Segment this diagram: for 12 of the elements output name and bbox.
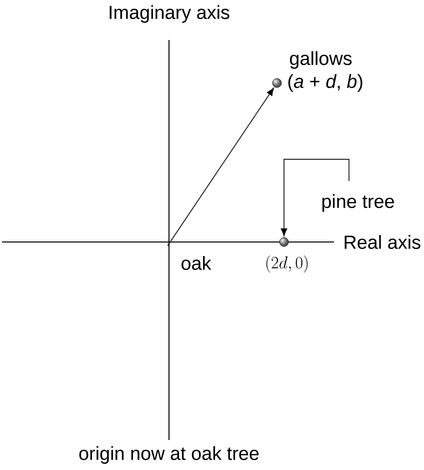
axis-label: origin now at oak tree bbox=[79, 446, 259, 464]
point-marker bbox=[279, 237, 289, 247]
coordinate-label: $(2d, 0)$ bbox=[266, 255, 308, 273]
arrow bbox=[167, 88, 274, 246]
point-marker bbox=[272, 78, 282, 88]
arrow bbox=[280, 158, 350, 236]
place-label: oak bbox=[182, 256, 212, 270]
place-label: pine tree bbox=[322, 194, 394, 212]
axis-label: Real axis bbox=[344, 235, 420, 249]
axis-label: Imaginary axis bbox=[110, 5, 230, 23]
coordinate-label: (a + d, b) bbox=[288, 74, 362, 92]
coordinate-label: gallows bbox=[290, 51, 352, 69]
